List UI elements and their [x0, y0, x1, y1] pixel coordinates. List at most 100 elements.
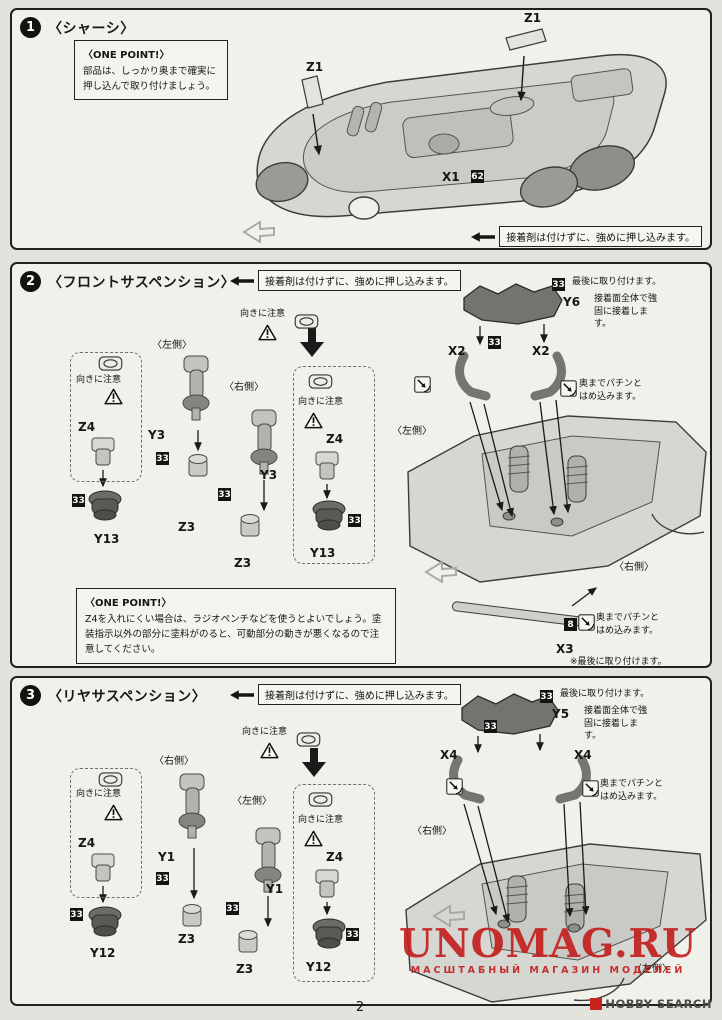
- orientation-note: 向きに注意: [76, 375, 122, 385]
- glue-instruction-text: 接着剤は付けずに、強めに押し込みます。: [258, 270, 461, 291]
- x2-part-left: [455, 351, 491, 401]
- glue-instruction-text: 接着剤は付けずに、強めに押し込みます。: [499, 226, 702, 247]
- warning-triangle-icon: [258, 324, 277, 341]
- part-label-z3: Z3: [178, 932, 196, 946]
- orientation-note: 向きに注意: [76, 789, 122, 799]
- section-2-header: 2 〈フロントサスペンション〉: [20, 271, 235, 292]
- z3-part-left: [182, 904, 202, 927]
- section-1-chassis: 1 〈シャーシ〉 〈ONE POINT!〉 部品は、しっかり奥まで確実に押し込ん…: [10, 8, 712, 250]
- one-point-title: 〈ONE POINT!〉: [85, 598, 172, 609]
- part-top-view-icon: [308, 792, 333, 807]
- color-badge-8: 8: [564, 618, 577, 631]
- left-arrow-icon: [230, 690, 254, 700]
- part-top-view-icon: [98, 772, 123, 787]
- y6-part: [463, 283, 563, 346]
- warning-triangle-icon: [104, 804, 123, 821]
- watermark: UNOMAG.RU МАСШТАБНЫЙ МАГАЗИН МОДЕЛЕЙ: [382, 924, 714, 976]
- color-badge-33: 33: [156, 872, 169, 885]
- color-badge-33: 33: [540, 690, 553, 703]
- part-label-y1: Y1: [266, 882, 284, 896]
- final-attach-note: 最後に取り付けます。: [560, 689, 650, 699]
- color-badge-33: 33: [346, 928, 359, 941]
- y1-part-left: [178, 773, 206, 839]
- color-badge-33: 33: [156, 452, 169, 465]
- watermark-title: UNOMAG.RU: [399, 921, 697, 967]
- direction-arrow: [242, 220, 275, 244]
- orientation-note: 向きに注意: [298, 815, 344, 825]
- hobby-search-icon: [590, 998, 603, 1010]
- z3-part-right: [240, 514, 260, 537]
- one-point-box: 〈ONE POINT!〉 部品は、しっかり奥まで確実に押し込んで取り付けましょう…: [74, 40, 228, 101]
- orientation-detail-box: [293, 784, 375, 982]
- part-label-x4: X4: [574, 748, 592, 762]
- color-badge-33: 33: [218, 488, 231, 501]
- warning-triangle-icon: [104, 388, 123, 405]
- right-side-label: 〈右側〉: [154, 756, 194, 767]
- snap-icon: [560, 380, 577, 397]
- part-label-y3: Y3: [260, 468, 278, 482]
- y12-part-left: [88, 906, 122, 937]
- part-top-view-icon: [296, 732, 321, 747]
- part-label-x2: X2: [532, 344, 550, 358]
- snap-note: 奥までパチンとはめ込みます。: [579, 379, 643, 402]
- snap-icon: [446, 778, 463, 795]
- down-arrow: [300, 328, 324, 357]
- y3-part-right: [250, 409, 278, 475]
- right-side-label: 〈右側〉: [224, 382, 264, 393]
- color-badge-33: 33: [484, 720, 497, 733]
- color-badge-33: 33: [70, 908, 83, 921]
- down-arrow: [302, 748, 326, 777]
- part-top-view-icon: [308, 374, 333, 389]
- section-title: 〈シャーシ〉: [48, 20, 135, 37]
- right-side-label: 〈右側〉: [412, 826, 452, 837]
- one-point-text: 部品は、しっかり奥まで確実に押し込んで取り付けましょう。: [83, 66, 217, 93]
- orientation-note: 向きに注意: [298, 397, 344, 407]
- warning-triangle-icon: [304, 412, 323, 429]
- part-label-y5: Y5: [552, 707, 570, 721]
- y3-part-left: [182, 355, 210, 421]
- left-side-label: 〈左側〉: [152, 340, 192, 351]
- warning-triangle-icon: [304, 830, 323, 847]
- left-side-label: 〈左側〉: [392, 426, 432, 437]
- glue-instruction-text: 接着剤は付けずに、強めに押し込みます。: [258, 684, 461, 705]
- hobby-search-logo: HOBBY SEARCH: [590, 997, 712, 1011]
- one-point-box: 〈ONE POINT!〉 Z4を入れにくい場合は、ラジオペンチなどを使うとよいで…: [76, 588, 396, 664]
- orientation-note: 向きに注意: [242, 727, 288, 737]
- glue-instruction: 接着剤は付けずに、強めに押し込みます。: [230, 684, 461, 705]
- chassis-body: [255, 53, 667, 220]
- left-side-label: 〈左側〉: [232, 796, 272, 807]
- orientation-detail-box: [293, 366, 375, 564]
- y13-part-left: [88, 490, 122, 521]
- part-top-view-icon: [294, 314, 319, 329]
- part-label-z4: Z4: [78, 836, 96, 850]
- part-label-z4: Z4: [78, 420, 96, 434]
- section-title: 〈フロントサスペンション〉: [48, 274, 236, 291]
- z1-strip-top: [505, 28, 547, 102]
- part-label-y1: Y1: [158, 850, 176, 864]
- strong-glue-note: 接着面全体で強固に接着します。: [594, 294, 658, 330]
- part-label-y13: Y13: [310, 546, 336, 560]
- direction-arrow: [424, 560, 457, 584]
- color-badge-62: 62: [471, 170, 484, 183]
- color-badge-33: 33: [348, 514, 361, 527]
- orientation-note: 向きに注意: [240, 309, 286, 319]
- part-label-z3: Z3: [178, 520, 196, 534]
- part-label-z3: Z3: [236, 962, 254, 976]
- z3-part-right: [238, 930, 258, 953]
- section-1-header: 1 〈シャーシ〉: [20, 17, 135, 38]
- part-label-x3: X3: [556, 642, 574, 656]
- one-point-text: Z4を入れにくい場合は、ラジオペンチなどを使うとよいでしょう。塗装指示以外の部分…: [85, 612, 387, 658]
- final-attach-note: 最後に取り付けます。: [572, 277, 662, 287]
- snap-icon: [414, 376, 431, 393]
- section-title: 〈リヤサスペンション〉: [48, 688, 207, 705]
- section-number: 3: [20, 685, 41, 706]
- z1-strip-left: [301, 75, 324, 156]
- hobby-search-text: HOBBY SEARCH: [605, 997, 712, 1011]
- color-badge-33: 33: [488, 336, 501, 349]
- watermark-subtitle: МАСШТАБНЫЙ МАГАЗИН МОДЕЛЕЙ: [410, 964, 686, 976]
- assembly-arrows: [463, 801, 590, 924]
- one-point-title: 〈ONE POINT!〉: [83, 50, 170, 61]
- section-3-header: 3 〈リヤサスペンション〉: [20, 685, 206, 706]
- color-badge-33: 33: [72, 494, 85, 507]
- z3-part-left: [188, 454, 208, 477]
